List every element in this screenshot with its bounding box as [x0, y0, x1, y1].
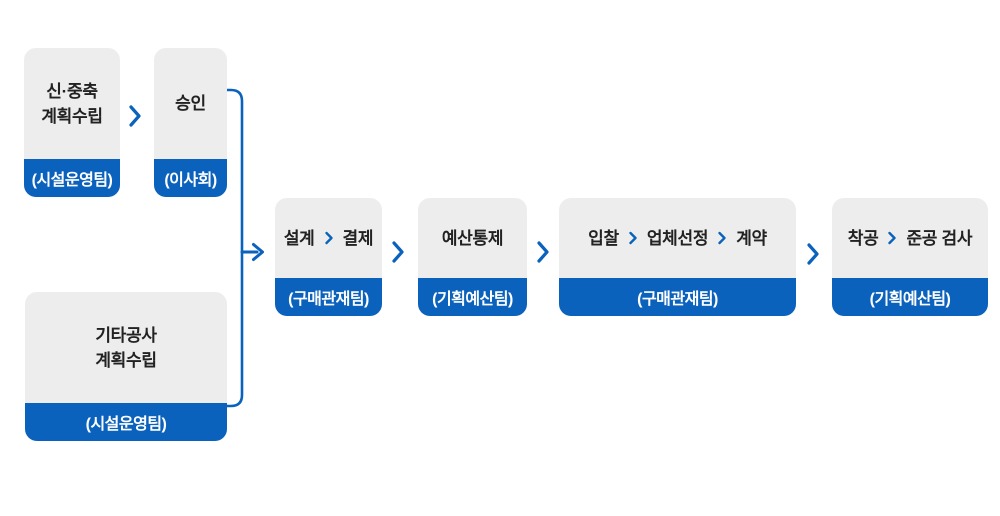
step-label-part: 결제	[342, 228, 374, 248]
step-label-part: 업체선정	[646, 228, 709, 248]
chevron-right-icon	[629, 231, 637, 245]
step-label-line: 기타공사	[95, 325, 157, 345]
chevron-right-icon	[537, 241, 549, 263]
step-label-part: 착공	[847, 228, 879, 248]
step-label: 기타공사 계획수립	[25, 292, 227, 403]
step-box-budget-control: 예산통제 (기획예산팀)	[418, 198, 527, 316]
step-box-bid-selection-contract: 입찰 업체선정 계약 (구매관재팀)	[559, 198, 796, 316]
step-box-start-completion-inspection: 착공 준공 검사 (기획예산팀)	[832, 198, 988, 316]
step-label-line: 승인	[175, 94, 206, 113]
step-box-design-payment: 설계 결제 (구매관재팀)	[275, 198, 382, 316]
chevron-right-icon	[392, 241, 404, 263]
chevron-right-icon	[888, 231, 897, 245]
merge-arrow-head	[252, 243, 264, 261]
team-badge: (구매관재팀)	[559, 278, 796, 316]
step-label: 예산통제	[418, 198, 527, 278]
step-label-part: 입찰	[588, 228, 619, 248]
team-badge: (이사회)	[154, 159, 227, 197]
step-label-part: 예산통제	[441, 228, 504, 248]
step-label-line: 계획수립	[41, 106, 103, 126]
step-label-part: 계약	[736, 228, 767, 248]
step-label-part: 준공 검사	[906, 228, 973, 248]
step-label-part: 설계	[283, 228, 315, 248]
step-box-approval: 승인 (이사회)	[154, 48, 227, 197]
step-label: 입찰 업체선정 계약	[559, 198, 796, 278]
chevron-right-icon	[718, 231, 726, 245]
step-label: 설계 결제	[275, 198, 382, 278]
team-badge: (시설운영팀)	[24, 159, 120, 197]
step-label: 승인	[154, 48, 227, 159]
team-badge: (기획예산팀)	[418, 278, 527, 316]
team-badge: (구매관재팀)	[275, 278, 382, 316]
chevron-right-icon	[324, 231, 333, 245]
chevron-right-icon	[129, 105, 141, 127]
step-label-line: 계획수립	[95, 350, 157, 370]
team-badge: (기획예산팀)	[832, 278, 988, 316]
merge-bracket	[224, 88, 244, 408]
step-label: 착공 준공 검사	[832, 198, 988, 278]
step-box-new-expansion-plan: 신·중축 계획수립 (시설운영팀)	[24, 48, 120, 197]
team-badge: (시설운영팀)	[25, 403, 227, 441]
step-box-other-construction-plan: 기타공사 계획수립 (시설운영팀)	[25, 292, 227, 441]
step-label-line: 신·중축	[46, 81, 98, 101]
chevron-right-icon	[807, 243, 819, 265]
step-label: 신·중축 계획수립	[24, 48, 120, 159]
